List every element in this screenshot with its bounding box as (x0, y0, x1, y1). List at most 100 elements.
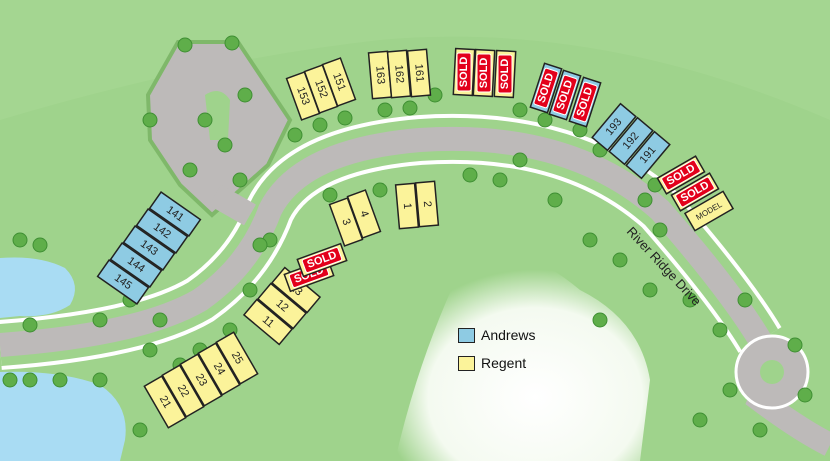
lot-label: 151 (330, 71, 348, 92)
lot-1[interactable]: 1 (394, 182, 420, 230)
lot-label: 2 (421, 200, 433, 207)
lot-label: 24 (211, 361, 228, 378)
lot-shape (197, 342, 241, 396)
lot-sold-24[interactable]: SOLD (529, 62, 563, 114)
lot-shape (321, 57, 357, 107)
lot-141[interactable]: 141 (148, 190, 202, 238)
tree-icon (197, 112, 213, 128)
tree-icon (312, 117, 328, 133)
tree-icon (402, 100, 418, 116)
lot-shape (109, 241, 163, 289)
lot-shape (242, 298, 294, 346)
sold-badge (476, 53, 492, 93)
lot-label: 152 (312, 78, 330, 99)
tree-icon (722, 382, 738, 398)
lot-142[interactable]: 142 (135, 207, 189, 255)
lot-shape (96, 258, 150, 306)
lot-162[interactable]: 162 (386, 49, 412, 99)
lot-21[interactable]: 21 (143, 375, 187, 429)
lot-sold-26[interactable]: SOLD (568, 76, 602, 128)
lot-191[interactable]: 191 (625, 130, 671, 180)
lot-model[interactable]: MODEL (683, 190, 735, 232)
tree-icon (232, 172, 248, 188)
tree-icon (712, 322, 728, 338)
lot-shape (346, 189, 382, 239)
sold-label: SOLD (458, 57, 470, 88)
tree-icon (512, 152, 528, 168)
lot-143[interactable]: 143 (122, 224, 176, 272)
lot-label: 153 (294, 85, 312, 106)
sold-label: SOLD (478, 58, 490, 89)
lot-161[interactable]: 161 (406, 48, 432, 98)
lot-sold-25[interactable]: SOLD (548, 69, 582, 121)
lot-label: 1 (401, 202, 413, 209)
lot-2[interactable]: 2 (414, 180, 440, 228)
tree-icon (242, 282, 258, 298)
tree-icon (637, 192, 653, 208)
lot-12[interactable]: 12 (256, 282, 308, 330)
sold-badge (533, 67, 559, 109)
tree-icon (372, 182, 388, 198)
sold-badge (497, 54, 513, 94)
parking-connector (209, 184, 256, 226)
lot-label: 25 (229, 350, 246, 367)
tree-icon (737, 292, 753, 308)
legend-label: Regent (481, 355, 527, 371)
parking-island (205, 91, 230, 140)
lot-sold-22[interactable]: SOLD (472, 48, 496, 98)
lot-shape (143, 375, 187, 429)
tree-icon (537, 112, 553, 128)
sold-badge (675, 176, 715, 208)
lot-192[interactable]: 192 (608, 116, 654, 166)
lot-label: 161 (412, 63, 426, 82)
tree-icon (224, 35, 240, 51)
legend-item-andrews: Andrews (458, 321, 535, 349)
tree-icon (22, 372, 38, 388)
tree-icon (182, 162, 198, 178)
lot-144[interactable]: 144 (109, 241, 163, 289)
lot-23[interactable]: 23 (179, 353, 223, 407)
lot-sold-9[interactable]: SOLD (296, 242, 348, 278)
lot-label: 163 (373, 65, 387, 84)
lot-sold-21[interactable]: SOLD (452, 47, 476, 97)
tree-icon (322, 187, 338, 203)
open-clearing (395, 248, 650, 461)
tree-icon (377, 102, 393, 118)
tree-icon (462, 167, 478, 183)
lot-label: 22 (175, 383, 192, 400)
lot-shape (406, 48, 432, 98)
sold-badge (301, 246, 343, 274)
lot-shape (683, 190, 735, 232)
tree-icon (217, 137, 233, 153)
lot-shape (414, 180, 440, 228)
tree-icon (52, 372, 68, 388)
tree-icon (582, 232, 598, 248)
lot-shape (179, 353, 223, 407)
lot-sold-23[interactable]: SOLD (493, 49, 517, 99)
lot-shape (394, 182, 420, 230)
lot-145[interactable]: 145 (96, 258, 150, 306)
lot-4[interactable]: 4 (346, 189, 382, 239)
lot-label: 21 (157, 394, 174, 411)
tree-icon (787, 337, 803, 353)
lot-193[interactable]: 193 (591, 102, 637, 152)
tree-icon (682, 292, 698, 308)
tree-icon (152, 312, 168, 328)
lot-shape (135, 207, 189, 255)
tree-icon (652, 222, 668, 238)
tree-icon (237, 87, 253, 103)
lot-25[interactable]: 25 (215, 331, 259, 385)
lot-163[interactable]: 163 (367, 50, 393, 100)
lot-24[interactable]: 24 (197, 342, 241, 396)
tree-icon (177, 37, 193, 53)
lot-shape (625, 130, 671, 180)
lot-label: 4 (357, 209, 370, 219)
lot-22[interactable]: 22 (161, 364, 205, 418)
lot-shape (215, 331, 259, 385)
lot-label: 162 (392, 64, 406, 83)
lot-11[interactable]: 11 (242, 298, 294, 346)
lot-151[interactable]: 151 (321, 57, 357, 107)
pond-lower (0, 371, 126, 461)
sold-badge (572, 81, 598, 123)
